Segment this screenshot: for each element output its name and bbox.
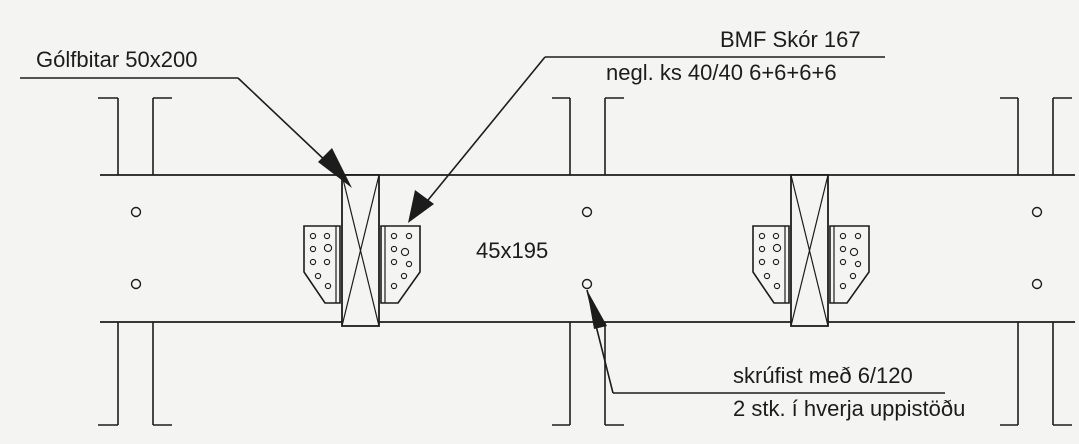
beam-dimension-label: 45x195 — [476, 238, 548, 263]
arrowhead-icon — [408, 190, 434, 223]
floor-joist-section-1 — [341, 174, 380, 327]
lower-post-left — [98, 322, 172, 426]
arrowhead-icon — [587, 290, 607, 329]
screw-hole — [1031, 278, 1043, 290]
screw-hole — [581, 206, 593, 218]
upper-post-middle — [552, 97, 624, 175]
screw-label-line1: skrúfist með 6/120 — [733, 363, 913, 388]
screw-hole — [130, 278, 142, 290]
joist-label: Gólfbitar 50x200 — [36, 47, 197, 72]
hanger-leader — [408, 56, 885, 223]
lower-post-middle — [552, 322, 624, 426]
joist-hanger-2-left — [752, 225, 790, 304]
joist-hanger-1-right — [380, 225, 421, 304]
floor-joist-section-2 — [790, 174, 829, 327]
screw-leader — [586, 289, 945, 394]
joist-leader — [20, 77, 352, 188]
hanger-label-line1: BMF Skór 167 — [720, 27, 861, 52]
lower-post-right — [1000, 322, 1072, 426]
joist-hanger-2-right — [829, 225, 870, 304]
screw-hole — [581, 278, 593, 290]
screw-holes — [130, 206, 1043, 290]
upper-post-right — [1000, 97, 1072, 175]
hanger-label-line2: negl. ks 40/40 6+6+6+6 — [606, 60, 837, 85]
screw-label-line2: 2 stk. í hverja uppistöðu — [733, 396, 965, 421]
main-beam — [100, 174, 1075, 323]
screw-hole — [1031, 206, 1043, 218]
screw-hole — [130, 206, 142, 218]
joist-hanger-1-left — [303, 225, 341, 304]
upper-post-left — [98, 97, 172, 175]
arrowhead-icon — [318, 148, 352, 188]
